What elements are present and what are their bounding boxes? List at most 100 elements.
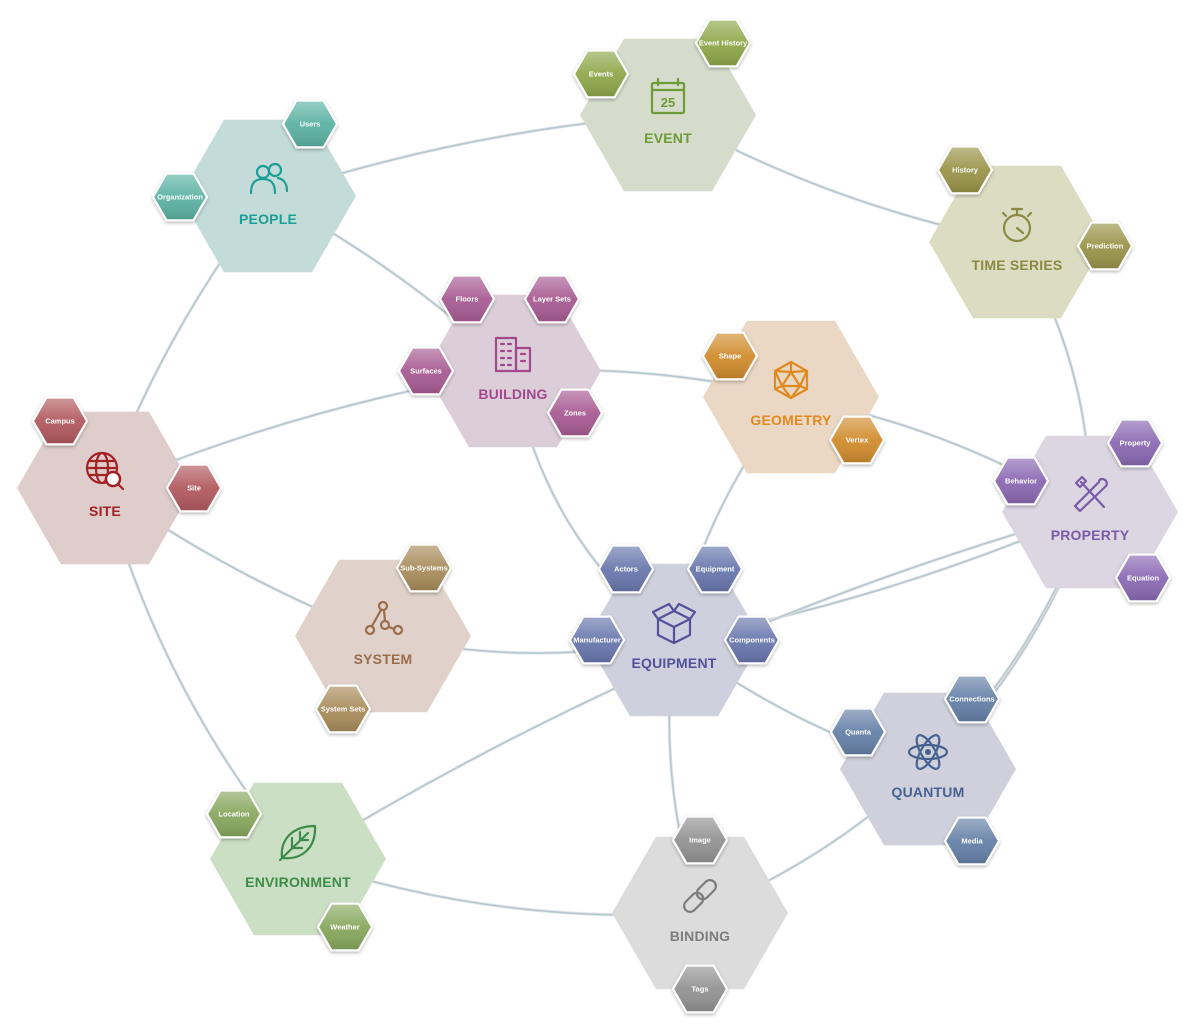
time-series-label: TIME SERIES: [972, 257, 1063, 273]
magnifier-lens: [104, 470, 122, 488]
sub-hexagon-gloss: [575, 51, 627, 97]
sub-label: Sub-Systems: [400, 564, 448, 573]
sub-label: Prediction: [1087, 242, 1124, 251]
sub-property-equation: Equation: [1114, 553, 1172, 603]
sub-label: Campus: [45, 417, 75, 426]
calendar-icon: 25: [650, 77, 686, 115]
sub-hexagon-gloss: [600, 546, 652, 592]
sub-binding-tags: Tags: [671, 964, 729, 1014]
sub-label: Behavior: [1005, 477, 1037, 486]
sub-hexagon-gloss: [697, 20, 749, 66]
sub-hexagon-gloss: [704, 333, 756, 379]
sub-quantum-quanta: Quanta: [829, 707, 887, 757]
sub-equipment-equipment: Equipment: [686, 544, 744, 594]
sub-label: System Sets: [321, 705, 366, 714]
sub-label: Weather: [330, 923, 360, 932]
sub-site-campus: Campus: [31, 396, 89, 446]
property-hexagon: [1002, 435, 1178, 589]
tools-icon: [1073, 475, 1108, 513]
building-label: BUILDING: [478, 386, 547, 402]
sub-hexagon-gloss: [317, 686, 369, 732]
sub-property-property: Property: [1106, 418, 1164, 468]
sub-hexagon-gloss: [689, 546, 741, 592]
sub-hexagon-gloss: [284, 101, 336, 147]
sub-hexagon-gloss: [398, 545, 450, 591]
building-icon: [494, 336, 532, 373]
icosahedron-icon: [773, 360, 809, 400]
sub-hexagon-gloss: [441, 276, 493, 322]
sub-label: Layer Sets: [533, 295, 571, 304]
sub-hexagon-gloss: [400, 348, 452, 394]
sub-label: Connections: [949, 695, 994, 704]
sub-hexagon-gloss: [831, 417, 883, 463]
sub-hexagon-gloss: [1109, 420, 1161, 466]
sub-label: Shape: [719, 352, 742, 361]
sub-label: Organization: [157, 193, 203, 202]
binding-label: BINDING: [670, 928, 731, 944]
sub-label: Location: [218, 810, 250, 819]
sub-event-events: Events: [572, 49, 630, 99]
people-label: PEOPLE: [239, 211, 297, 227]
sub-label: Zones: [564, 409, 586, 418]
event-label: EVENT: [644, 130, 692, 146]
sub-label: Property: [1120, 439, 1152, 448]
sub-label: Equipment: [696, 565, 735, 574]
network-icon: [364, 600, 404, 636]
sub-label: Site: [187, 484, 201, 493]
sub-binding-image: Image: [671, 815, 729, 865]
sub-hexagon-gloss: [571, 617, 623, 663]
property-label: PROPERTY: [1051, 527, 1130, 543]
sub-label: Media: [961, 837, 983, 846]
sub-system-sub-systems: Sub-Systems: [395, 543, 453, 593]
sub-hexagon-gloss: [674, 817, 726, 863]
sub-environment-location: Location: [205, 789, 263, 839]
sub-geometry-shape: Shape: [701, 331, 759, 381]
sub-hexagon-gloss: [995, 458, 1047, 504]
people-icon: [249, 162, 289, 195]
sub-quantum-media: Media: [943, 816, 1001, 866]
sub-hexagon-gloss: [939, 147, 991, 193]
sub-site-site: Site: [165, 463, 223, 513]
sub-time-series-history: History: [936, 145, 994, 195]
system-label: SYSTEM: [354, 651, 413, 667]
sub-geometry-vertex: Vertex: [828, 415, 886, 465]
system-hexagon: [295, 559, 471, 713]
node-layer: PEOPLEUsersOrganization25EVENTEventsEven…: [17, 18, 1178, 1014]
sub-hexagon-gloss: [726, 617, 778, 663]
quantum-label: QUANTUM: [892, 784, 965, 800]
atom-nucleus: [925, 749, 931, 755]
sub-equipment-components: Components: [723, 615, 781, 665]
sub-building-surfaces: Surfaces: [397, 346, 455, 396]
geometry-label: GEOMETRY: [750, 412, 832, 428]
chain-link-icon: [683, 879, 717, 913]
sub-hexagon-gloss: [208, 791, 260, 837]
sub-label: Tags: [692, 985, 709, 994]
globe-search-icon: [85, 451, 125, 491]
sub-label: Floors: [456, 295, 479, 304]
sub-hexagon-gloss: [1117, 555, 1169, 601]
calendar-day-number: 25: [661, 95, 675, 110]
sub-label: Image: [689, 836, 711, 845]
sub-system-system-sets: System Sets: [314, 684, 372, 734]
sub-hexagon-gloss: [674, 966, 726, 1012]
sub-quantum-connections: Connections: [943, 674, 1001, 724]
sub-hexagon-gloss: [319, 904, 371, 950]
people-hexagon: [180, 119, 356, 273]
sub-property-behavior: Behavior: [992, 456, 1050, 506]
box-icon: [651, 602, 697, 645]
sub-hexagon-gloss: [946, 676, 998, 722]
sub-building-zones: Zones: [546, 388, 604, 438]
sub-label: Events: [589, 70, 614, 79]
